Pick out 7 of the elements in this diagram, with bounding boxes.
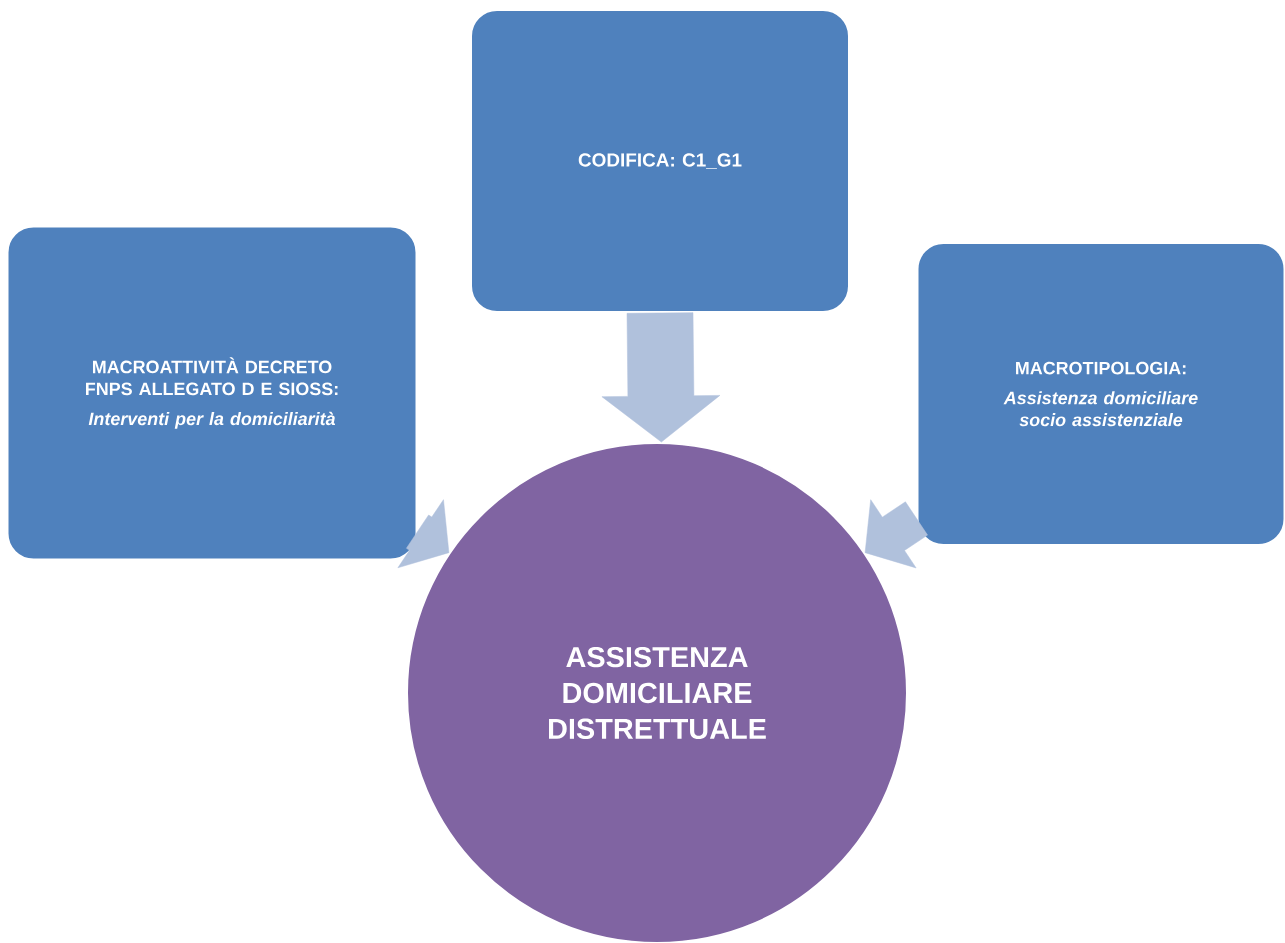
block-arrow bbox=[864, 499, 928, 569]
process-box: CODIFICA: C1_G1 bbox=[470, 9, 850, 313]
process-box: MACROTIPOLOGIA: Assistenza domiciliare socio assistenziale bbox=[916, 242, 1285, 546]
process-box: MACROATTIVITÀ DECRETO FNPS ALLEGATO D E SIOSS: Interventi per la domiciliarità bbox=[6, 225, 418, 561]
block-arrow bbox=[397, 499, 450, 569]
block-arrow bbox=[601, 312, 721, 443]
circle-node: ASSISTENZA DOMICILIARE DISTRETTUALE bbox=[406, 442, 908, 943]
